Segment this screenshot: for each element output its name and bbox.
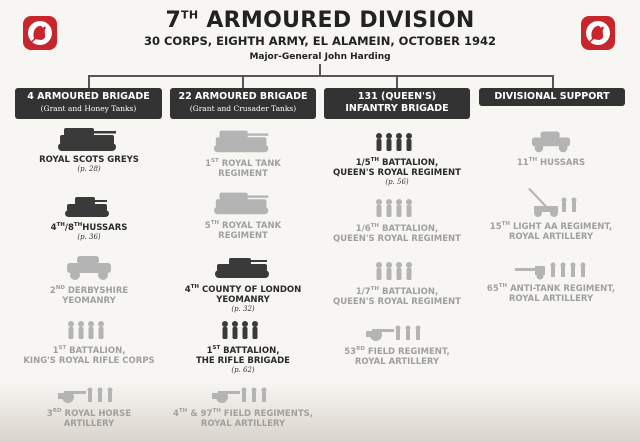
infantry-icon <box>68 321 104 339</box>
unit-4th-97th-field-regiments: 4TH & 97TH FIELD REGIMENTS,ROYAL ARTILLE… <box>168 385 318 429</box>
unit-name: 1/7TH BATTALION,QUEEN'S ROYAL REGIMENT <box>333 286 461 307</box>
header-22-armoured-brigade: 22 ARMOURED BRIGADE (Grant and Crusader … <box>170 88 316 119</box>
unit-11th-hussars: 11TH HUSSARS <box>476 128 626 168</box>
unit-4th-8th-hussars: 4TH/8THHUSSARS (p. 36) <box>14 193 164 242</box>
unit-name: 1ST BATTALION,KING'S ROYAL RIFLE CORPS <box>23 345 155 366</box>
page-subtitle: 30 CORPS, EIGHTH ARMY, EL ALAMEIN, OCTOB… <box>143 34 497 48</box>
connector-drop <box>552 75 554 88</box>
field-gun-icon <box>58 387 113 403</box>
unit-name: ROYAL SCOTS GREYS <box>39 155 139 165</box>
connector-drop <box>88 75 90 88</box>
jerboa-emblem-icon <box>581 16 615 50</box>
commander-name: Major-General John Harding <box>249 52 391 62</box>
unit-name: 1/6TH BATTALION,QUEEN'S ROYAL REGIMENT <box>333 223 461 244</box>
cruiser-tank-icon <box>215 258 269 278</box>
field-gun-icon <box>366 325 421 341</box>
unit-1-5th-queens: 1/5TH BATTALION,QUEEN'S ROYAL REGIMENT (… <box>322 132 472 187</box>
unit-name: 15TH LIGHT AA REGIMENT,ROYAL ARTILLERY <box>489 221 613 242</box>
unit-name: 4TH & 97TH FIELD REGIMENTS,ROYAL ARTILLE… <box>173 408 313 429</box>
jerboa-emblem-icon <box>23 16 57 50</box>
page-title: 7TH ARMOURED DIVISION <box>165 8 475 33</box>
page-reference: (p. 56) <box>385 177 409 186</box>
unit-name: 53RD FIELD REGIMENT,ROYAL ARTILLERY <box>344 346 450 367</box>
unit-name: 1/5TH BATTALION,QUEEN'S ROYAL REGIMENT <box>333 157 461 178</box>
unit-1st-bn-rifle-brigade: 1ST BATTALION,THE RIFLE BRIGADE (p. 62) <box>168 320 318 375</box>
unit-name: 4TH/8THHUSSARS <box>50 222 128 233</box>
header-131-infantry-brigade: 131 (QUEEN'S)INFANTRY BRIGADE <box>324 88 470 119</box>
field-gun-icon <box>212 387 267 403</box>
infantry-icon <box>222 321 258 339</box>
unit-15th-light-aa: 15TH LIGHT AA REGIMENT,ROYAL ARTILLERY <box>476 186 626 242</box>
tank-icon <box>213 130 269 153</box>
connector-trunk <box>319 64 321 76</box>
connector-drop <box>396 75 398 88</box>
tank-icon <box>213 192 269 215</box>
unit-1-6th-queens: 1/6TH BATTALION,QUEEN'S ROYAL REGIMENT <box>322 198 472 244</box>
infantry-icon <box>376 133 412 151</box>
tank-icon <box>58 128 116 151</box>
background-fade <box>0 382 640 442</box>
infantry-icon <box>376 199 412 217</box>
page-reference: (p. 36) <box>77 232 101 241</box>
anti-tank-gun-icon <box>515 262 586 280</box>
armoured-car-icon <box>531 131 571 153</box>
unit-name: 11TH HUSSARS <box>516 157 586 168</box>
header-divisional-support: DIVISIONAL SUPPORT <box>479 88 625 106</box>
unit-royal-scots-greys: ROYAL SCOTS GREYS (p. 28) <box>14 122 164 174</box>
aa-gun-icon <box>528 188 577 217</box>
unit-1-7th-queens: 1/7TH BATTALION,QUEEN'S ROYAL REGIMENT <box>322 261 472 307</box>
connector-bar <box>88 75 553 77</box>
connector-drop <box>242 75 244 88</box>
unit-65th-anti-tank: 65TH ANTI-TANK REGIMENT,ROYAL ARTILLERY <box>476 260 626 304</box>
unit-name: 1ST BATTALION,THE RIFLE BRIGADE <box>196 345 290 366</box>
infantry-icon <box>376 262 412 280</box>
page-reference: (p. 28) <box>77 165 101 173</box>
unit-53rd-field-regiment: 53RD FIELD REGIMENT,ROYAL ARTILLERY <box>322 323 472 367</box>
light-tank-icon <box>65 197 109 217</box>
page-reference: (p. 62) <box>231 365 255 374</box>
unit-1st-bn-krrc: 1ST BATTALION,KING'S ROYAL RIFLE CORPS <box>14 320 164 366</box>
header-4-armoured-brigade: 4 ARMOURED BRIGADE (Grant and Honey Tank… <box>15 88 162 119</box>
unit-name: 65TH ANTI-TANK REGIMENT,ROYAL ARTILLERY <box>486 283 616 304</box>
armoured-car-icon <box>67 256 111 280</box>
page-reference: (p. 32) <box>231 304 255 313</box>
